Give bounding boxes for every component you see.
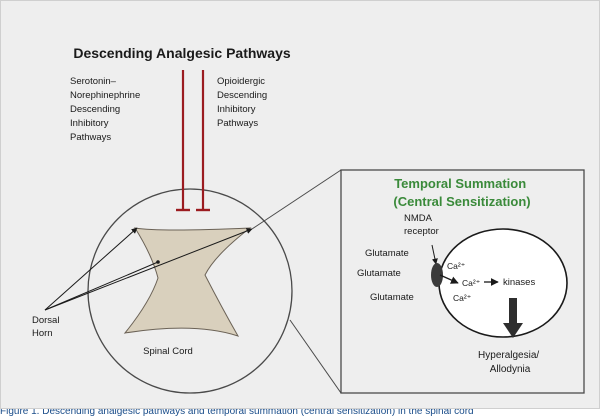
opioidergic-pathway-line: Opioidergic — [217, 76, 265, 87]
receptor-pointer-arrow — [431, 244, 438, 265]
nmda-receptor-line: receptor — [404, 226, 439, 237]
kinases-label: kinases — [503, 277, 535, 288]
glutamate-label: Glutamate — [365, 248, 409, 259]
diagram-canvas: Descending Analgesic Pathways Serotonin–… — [32, 45, 585, 394]
calcium-label: Ca²⁺ — [462, 278, 480, 288]
opioidergic-pathway-line: Pathways — [217, 118, 258, 129]
zoom-lines — [251, 169, 342, 394]
opioidergic-pathway-line: Inhibitory — [217, 104, 256, 115]
glutamate-label: Glutamate — [370, 292, 414, 303]
inset-title-line: Temporal Summation — [394, 176, 526, 191]
calcium-label: Ca²⁺ — [447, 261, 465, 271]
descending-inhibitory-lines — [176, 70, 210, 212]
serotonin-pathway-line: Norephinephrine — [70, 90, 140, 101]
nmda-receptor-line: NMDA — [404, 213, 433, 224]
outcome-label: Hyperalgesia/ Allodynia — [478, 350, 542, 375]
figure-caption: Figure 1. Descending analgesic pathways … — [0, 406, 474, 417]
gray-matter-shape — [123, 227, 252, 337]
inset-title-line: (Central Sensitization) — [393, 194, 530, 209]
outcome-line: Hyperalgesia/ — [478, 350, 539, 361]
calcium-label: Ca²⁺ — [453, 293, 471, 303]
nmda-receptor-label: NMDA receptor — [404, 213, 439, 237]
dorsal-horn-line: Dorsal — [32, 315, 59, 326]
opioidergic-pathway-label: Opioidergic Descending Inhibitory Pathwa… — [217, 76, 270, 129]
serotonin-pathway-line: Descending — [70, 104, 120, 115]
dorsal-horn-dot — [156, 260, 160, 264]
serotonin-pathway-label: Serotonin– Norephinephrine Descending In… — [70, 76, 143, 143]
calcium-influx-arrow — [439, 274, 459, 284]
dorsal-horn-line: Horn — [32, 328, 53, 339]
spinal-cord-label: Spinal Cord — [143, 346, 193, 357]
dorsal-horn-label: Dorsal Horn — [32, 315, 62, 339]
outcome-arrow — [503, 298, 523, 338]
opioidergic-pathway-line: Descending — [217, 90, 267, 101]
dorsal-horn-pointers — [44, 227, 253, 311]
spinal-cord-circle — [87, 188, 293, 394]
diagram-title: Descending Analgesic Pathways — [73, 45, 291, 61]
inset-title: Temporal Summation (Central Sensitizatio… — [393, 176, 530, 209]
nmda-receptor — [431, 263, 443, 287]
serotonin-pathway-line: Pathways — [70, 132, 111, 143]
serotonin-pathway-line: Inhibitory — [70, 118, 109, 129]
figure-caption-bar: Figure 1. Descending analgesic pathways … — [0, 406, 600, 417]
glutamate-label: Glutamate — [357, 268, 401, 279]
outcome-line: Allodynia — [490, 364, 531, 375]
serotonin-pathway-line: Serotonin– — [70, 76, 117, 87]
